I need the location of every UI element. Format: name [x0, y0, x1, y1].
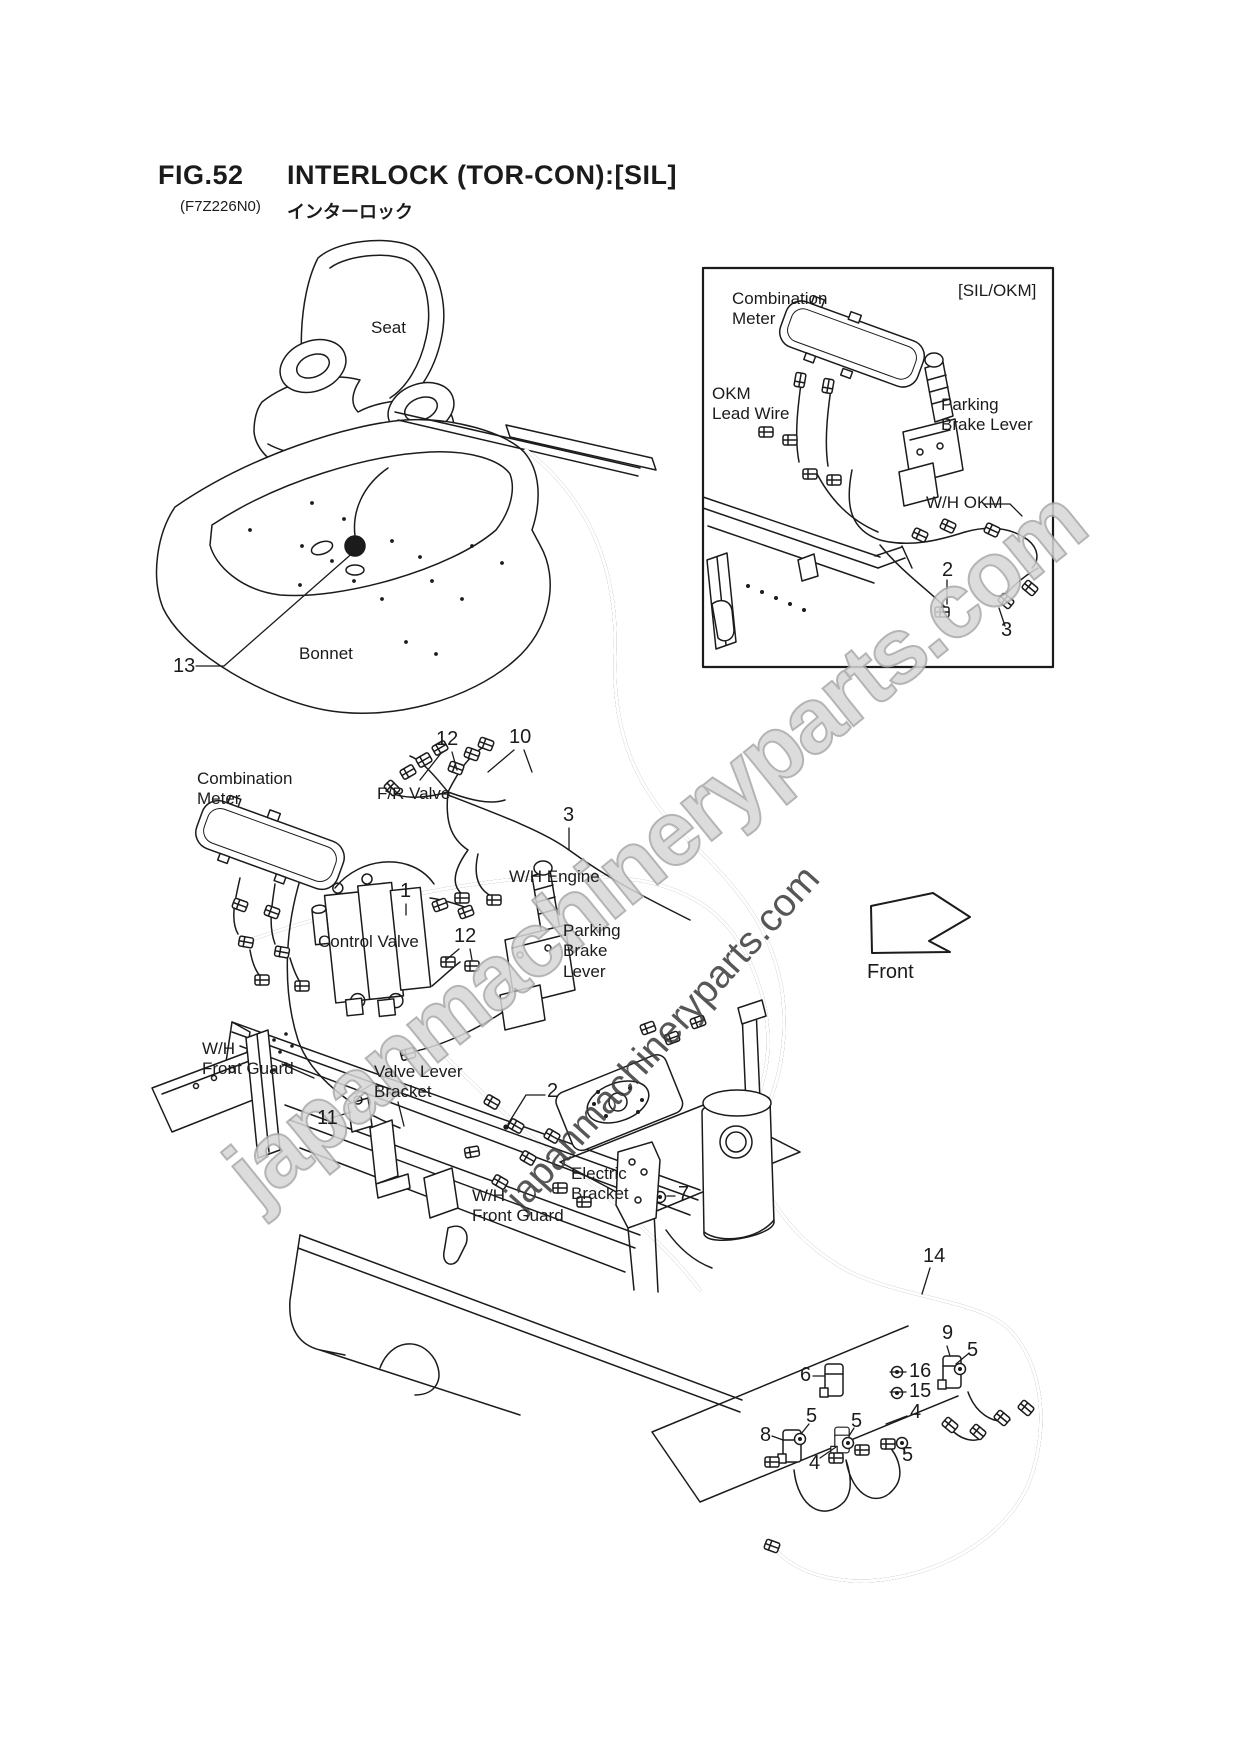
callout-3: 3: [1001, 619, 1013, 641]
wh-engine-label: W/H Engine: [509, 867, 600, 886]
combination-meter-drawing: [195, 794, 345, 983]
callout-12: 12: [454, 925, 477, 947]
bonnet-label: Bonnet: [299, 644, 353, 663]
inset-box: [701, 266, 1055, 669]
callout-5: 5: [967, 1339, 979, 1361]
callout-5: 5: [902, 1444, 914, 1466]
callout-12: 12: [436, 728, 459, 750]
seat-label: Seat: [371, 318, 406, 337]
combination-meter-label: Combination Meter: [197, 769, 293, 809]
parking-brake-lever-drawing: [499, 860, 576, 1031]
figure-title: INTERLOCK (TOR-CON):[SIL]: [287, 160, 677, 190]
callout-9: 9: [942, 1322, 954, 1344]
callout-leader-lines: [195, 503, 1023, 1459]
callout-11: 11: [317, 1107, 338, 1129]
callout-4: 4: [910, 1401, 922, 1423]
fr-valve-harness-drawing: [385, 747, 506, 898]
reservoir-drawing: [701, 999, 775, 1241]
chassis-frame-drawing: [151, 1021, 959, 1503]
callout-16: 16: [909, 1360, 932, 1382]
callout-10: 10: [509, 726, 532, 748]
figure-number: FIG.52: [158, 160, 244, 190]
electric-bracket-drawing: [615, 1141, 713, 1291]
callout-4: 4: [809, 1452, 821, 1474]
bonnet-drawing: [155, 411, 657, 714]
parking-brake-lever-label: Parking Brake Lever: [563, 921, 621, 981]
inset-combination-meter-label: Combination Meter: [732, 289, 828, 329]
callout-2: 2: [547, 1080, 559, 1102]
callout-8: 8: [760, 1424, 772, 1446]
callout-7: 7: [678, 1183, 690, 1205]
control-valve-label: Control Valve: [318, 932, 419, 951]
fuel-filler-drawing: [555, 1053, 684, 1152]
inset-parking-brake-lever-label: Parking Brake Lever: [941, 395, 1033, 435]
callout-6: 6: [800, 1364, 812, 1386]
electric-bracket-label: Electric Bracket: [571, 1164, 629, 1204]
callout-13: 13: [173, 655, 196, 677]
callout-1: 1: [400, 880, 412, 902]
fr-valve-label: F/R Valve: [377, 784, 451, 803]
callout-14: 14: [923, 1245, 946, 1267]
callout-2: 2: [942, 559, 954, 581]
callout-5: 5: [806, 1405, 818, 1427]
inset-variant-tag-label: [SIL/OKM]: [958, 281, 1037, 300]
front-direction-label: Front: [867, 961, 914, 983]
figure-code: (F7Z226N0): [180, 198, 261, 215]
figure-title-japanese: インターロック: [287, 202, 413, 222]
wh-front-guard-upper-label: W/H Front Guard: [202, 1039, 294, 1079]
callout-15: 15: [909, 1380, 932, 1402]
inset-okm-lead-wire-label: OKM Lead Wire: [712, 384, 790, 424]
front-arrow-icon: [870, 892, 971, 954]
callout-5: 5: [851, 1410, 863, 1432]
inset-wh-okm-label: W/H OKM: [926, 493, 1003, 512]
control-valve-drawing: [311, 861, 473, 1018]
callout-3: 3: [563, 804, 575, 826]
wh-front-guard-lower-label: W/H Front Guard: [472, 1186, 564, 1226]
valve-lever-bracket-label: Valve Lever Bracket: [374, 1062, 463, 1102]
